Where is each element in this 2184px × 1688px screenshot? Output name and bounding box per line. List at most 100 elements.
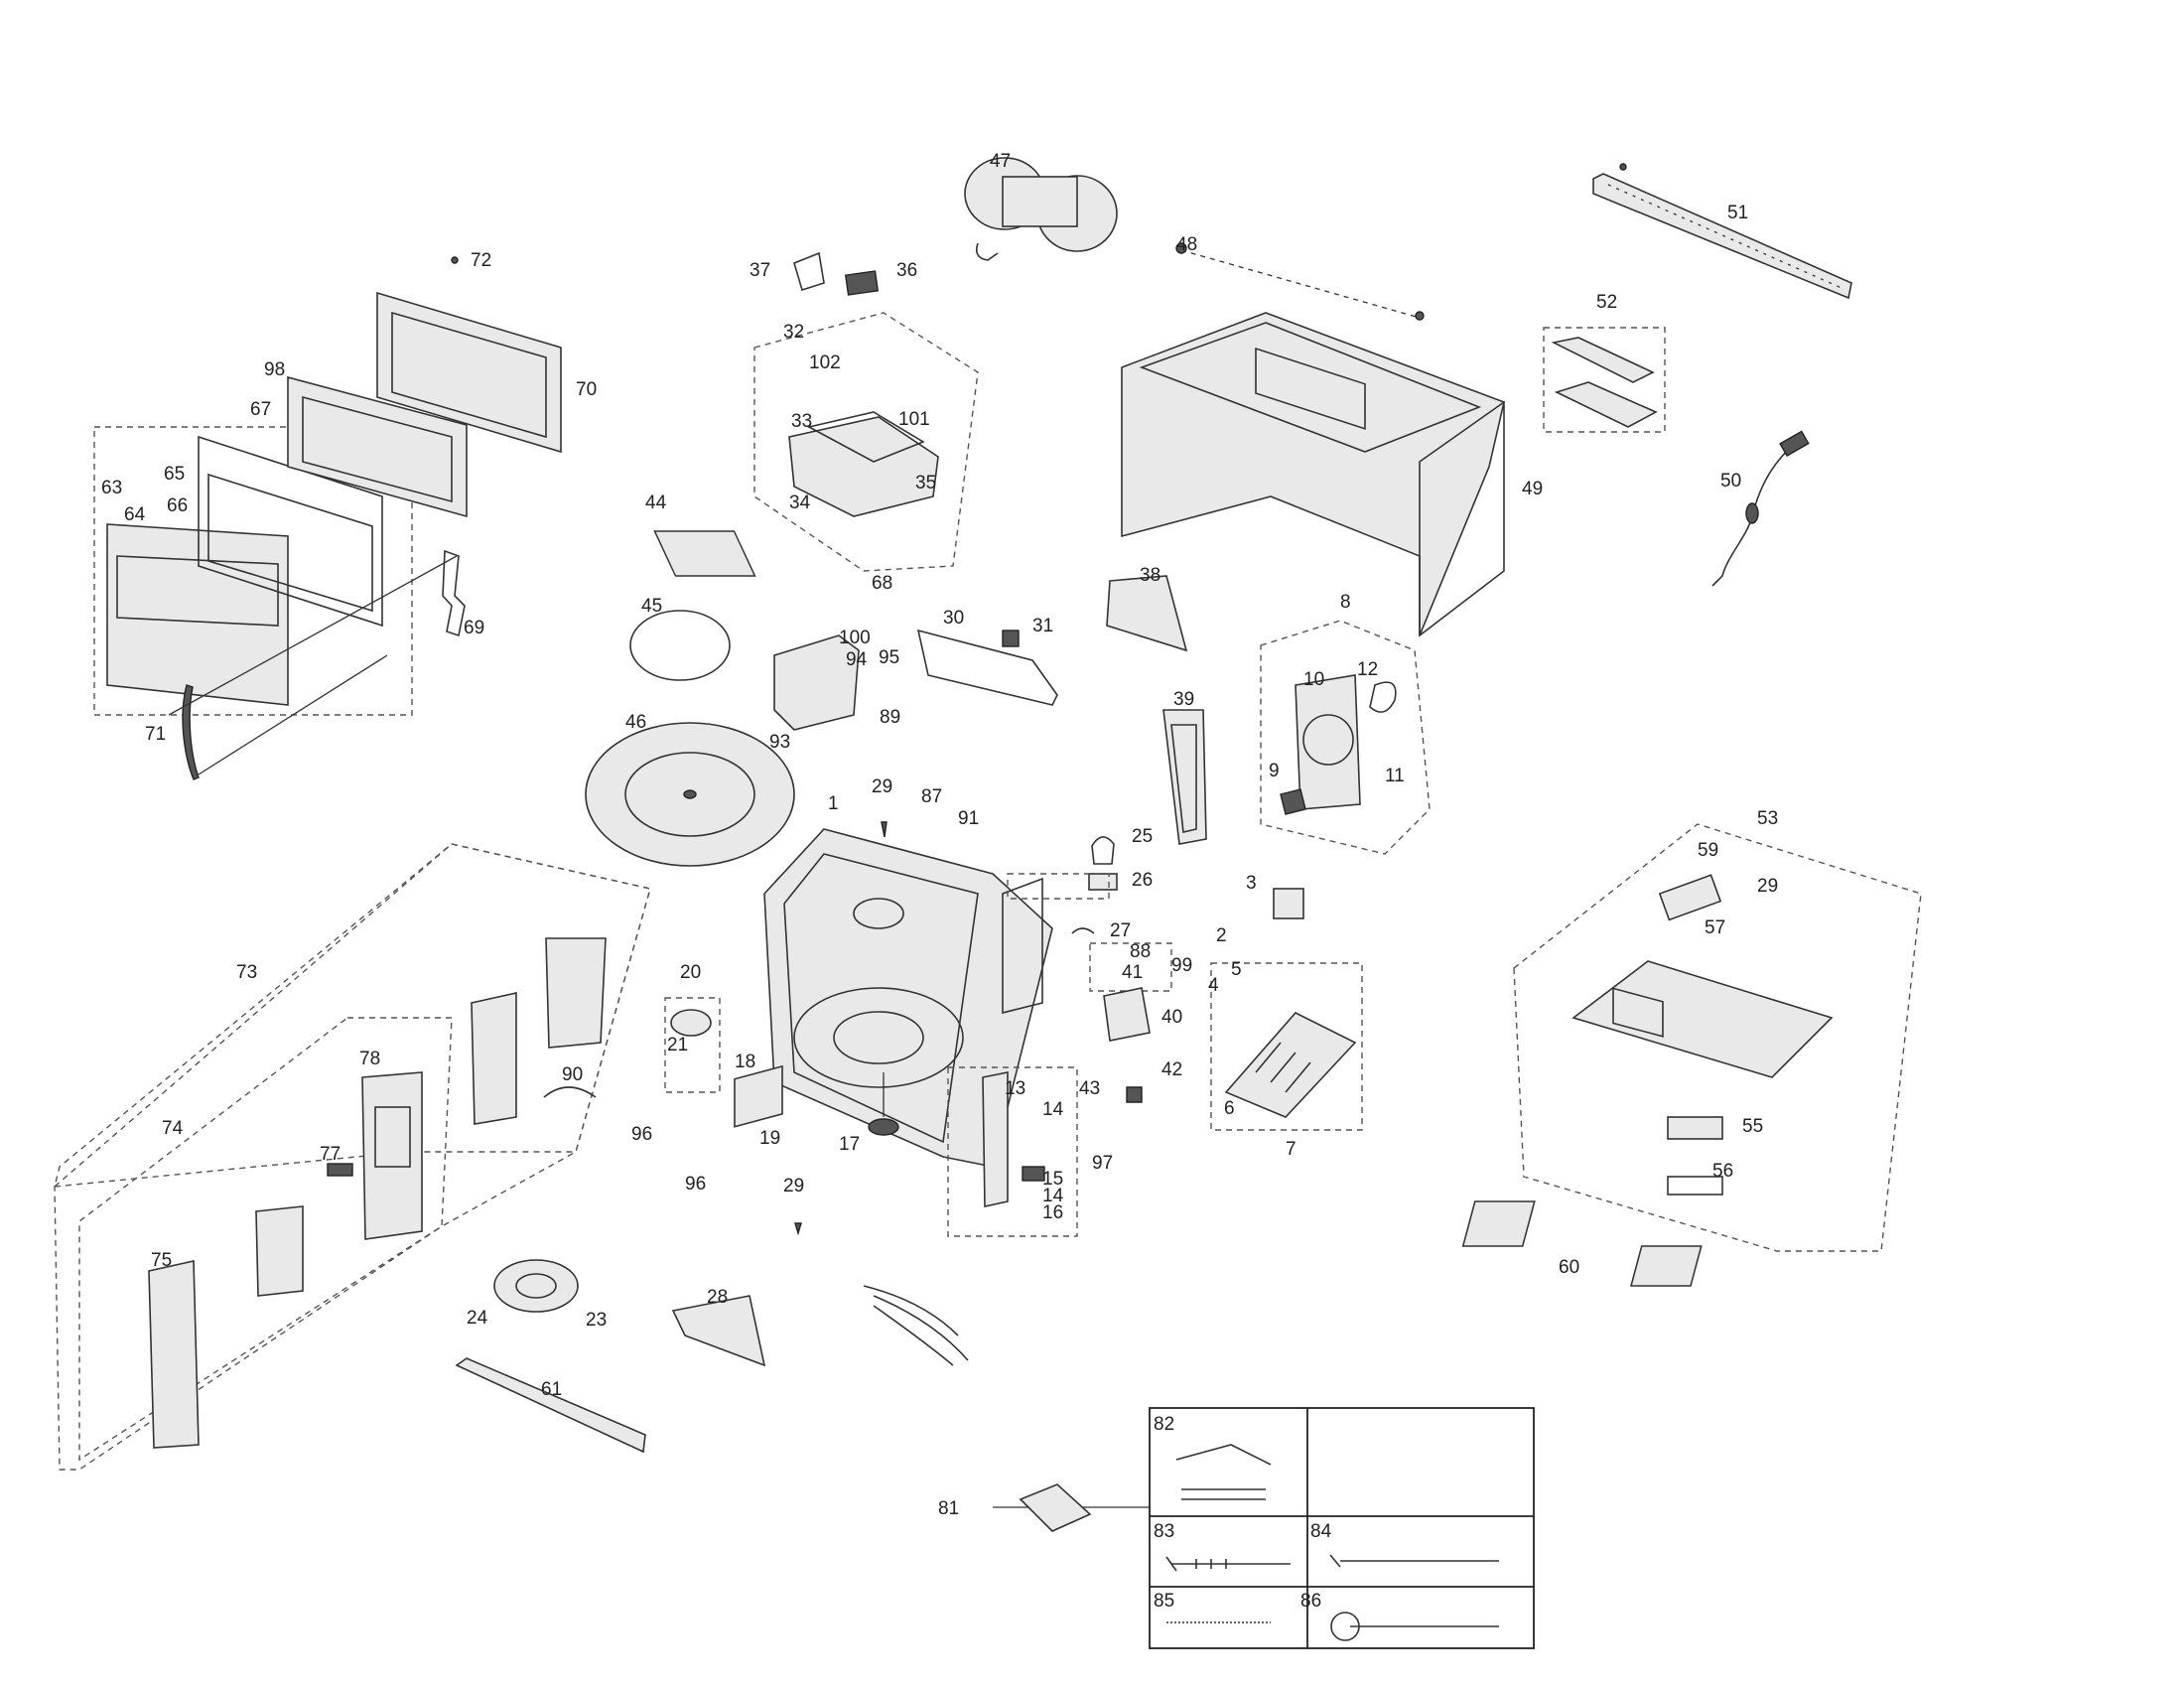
- mounting-kit: 82 83 84 85 86: [993, 1407, 1535, 1649]
- callout-17: 17: [839, 1134, 860, 1155]
- top-grille-51: [1592, 163, 1852, 300]
- callout-77: 77: [320, 1144, 341, 1165]
- callout-5: 5: [1231, 959, 1242, 980]
- callout-6: 6: [1224, 1098, 1235, 1119]
- callout-29a: 29: [872, 776, 892, 797]
- callout-29c: 29: [1757, 876, 1778, 897]
- bag-81: [1019, 1483, 1092, 1532]
- door-group-box: [93, 426, 413, 716]
- callout-73: 73: [236, 962, 257, 983]
- callout-10: 10: [1303, 669, 1324, 690]
- diode-27: [1071, 927, 1095, 934]
- callout-64: 64: [124, 504, 146, 525]
- callout-50: 50: [1720, 471, 1741, 492]
- callout-93: 93: [769, 732, 790, 753]
- callout-18: 18: [735, 1052, 755, 1072]
- callout-11: 11: [1385, 766, 1405, 786]
- kit-table: [1149, 1407, 1535, 1649]
- callout-65: 65: [164, 464, 185, 485]
- filter-28: [671, 1295, 766, 1367]
- callout-69: 69: [464, 618, 484, 638]
- kick-plate-61: [455, 1357, 646, 1454]
- kit-label-83: 83: [1154, 1521, 1174, 1542]
- kit-label-85: 85: [1154, 1591, 1174, 1612]
- bracket-25: [1091, 836, 1115, 865]
- turntable-assembly: [585, 610, 795, 867]
- motor-17: [868, 1118, 899, 1136]
- callout-30: 30: [943, 608, 964, 629]
- callout-102: 102: [809, 352, 841, 373]
- callout-56: 56: [1712, 1161, 1733, 1182]
- hinge-69: [442, 549, 466, 637]
- callout-42: 42: [1161, 1059, 1182, 1080]
- callout-7: 7: [1286, 1139, 1297, 1160]
- transformer-40: [1103, 987, 1151, 1042]
- callout-14b: 14: [1042, 1186, 1064, 1206]
- outer-cabinet-49: [1121, 242, 1505, 637]
- callout-16: 16: [1042, 1202, 1063, 1223]
- callout-45: 45: [641, 596, 662, 617]
- filter-60a: [1461, 1200, 1536, 1247]
- callout-89: 89: [880, 707, 900, 728]
- callout-15: 15: [1042, 1169, 1063, 1190]
- callout-101: 101: [898, 409, 930, 430]
- filter-44: [653, 530, 756, 577]
- callout-32: 32: [783, 322, 804, 343]
- callout-36: 36: [896, 260, 917, 281]
- callout-21: 21: [667, 1035, 688, 1055]
- door-handle-71: [182, 684, 200, 780]
- base-assembly-2: [1210, 888, 1363, 1131]
- callout-46: 46: [625, 712, 646, 733]
- lamp-57: [1658, 874, 1722, 921]
- callout-25: 25: [1132, 826, 1153, 847]
- lamp-cover-56: [1667, 1176, 1723, 1196]
- callout-39: 39: [1173, 689, 1194, 710]
- callout-90: 90: [562, 1064, 583, 1085]
- callout-43: 43: [1079, 1078, 1100, 1099]
- kit-label-82: 82: [1154, 1414, 1174, 1435]
- power-cord-50: [1711, 430, 1810, 587]
- callout-37: 37: [750, 260, 770, 281]
- door-outer-panel: [106, 523, 289, 706]
- screw-29b: [794, 1222, 802, 1236]
- fan-motor-47: [964, 157, 1118, 261]
- callout-48: 48: [1176, 234, 1197, 255]
- oven-cavity-1: [763, 828, 1053, 1168]
- bracket-37: [793, 251, 825, 292]
- door-inner-66: [207, 473, 373, 613]
- damper-52: [1543, 327, 1666, 433]
- kit-label-84: 84: [1310, 1521, 1332, 1542]
- waveguide-group-box: [753, 312, 979, 572]
- callout-28: 28: [707, 1287, 728, 1308]
- callout-33: 33: [791, 411, 812, 432]
- cover-19: [734, 1064, 783, 1128]
- callout-20: 20: [680, 962, 701, 983]
- callout-44: 44: [645, 492, 667, 513]
- callout-49: 49: [1522, 479, 1543, 499]
- callout-96a: 96: [631, 1124, 652, 1145]
- callout-97: 97: [1092, 1153, 1113, 1174]
- transformer-3: [1273, 888, 1304, 919]
- door-screen-inner: [391, 311, 547, 439]
- stirrer-20-box: [664, 997, 721, 1093]
- callout-99: 99: [1171, 955, 1192, 976]
- callout-2: 2: [1216, 925, 1227, 946]
- kit-label-86: 86: [1300, 1591, 1321, 1612]
- waveguide-assembly: [653, 251, 979, 577]
- callout-23: 23: [586, 1310, 607, 1331]
- callout-14a: 14: [1042, 1099, 1064, 1120]
- control-box: [773, 629, 1058, 731]
- fan-blade-12: [1369, 681, 1397, 713]
- lens-55: [1667, 1116, 1723, 1140]
- callout-35: 35: [915, 473, 936, 493]
- callout-67: 67: [250, 399, 271, 420]
- callout-3: 3: [1246, 873, 1257, 894]
- callout-57: 57: [1705, 917, 1725, 938]
- callout-29b: 29: [783, 1176, 804, 1196]
- callout-68: 68: [872, 573, 892, 594]
- wire-harness: [863, 1285, 969, 1366]
- callout-78: 78: [359, 1049, 380, 1069]
- callout-98: 98: [264, 359, 285, 380]
- callout-13: 13: [1005, 1078, 1025, 1099]
- fan-23: [493, 1259, 579, 1313]
